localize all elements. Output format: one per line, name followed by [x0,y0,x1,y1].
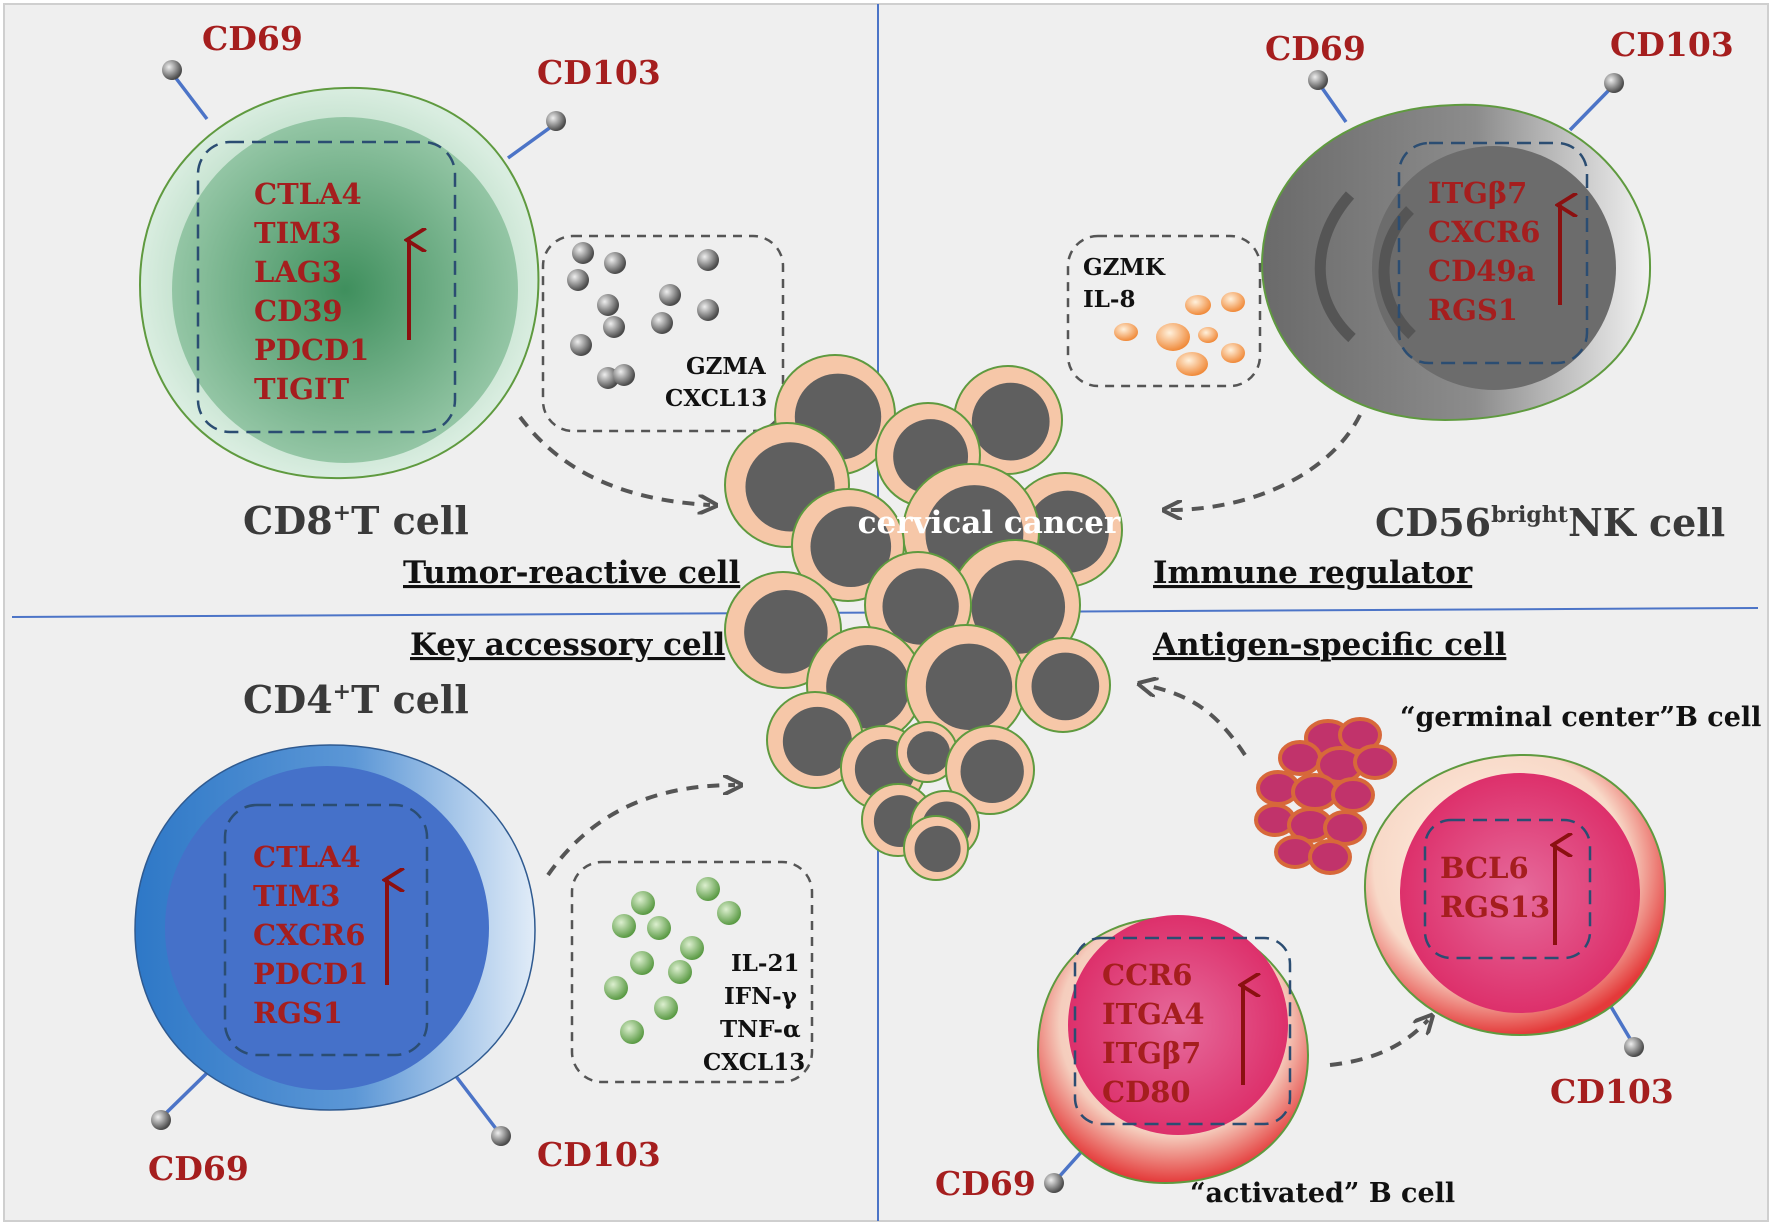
nk-title: CD56brightNK cell [1375,500,1725,545]
cd69-knob [1044,1173,1064,1193]
cancer-cell-nucleus [971,382,1050,461]
cd4-secreted: TNF-α [720,1016,801,1043]
cd4-marker: RGS1 [253,996,343,1030]
germinal-center-marker-box [1423,818,1592,960]
cd4-marker: CTLA4 [253,840,361,874]
cancer-cell-nucleus [914,825,961,873]
cancer-cell-nucleus [782,706,852,776]
cd4-secreted: IL-21 [731,950,799,977]
nk-secreted: IL-8 [1083,286,1135,313]
cd8-marker: TIGIT [254,372,349,406]
nk-cd103-label: CD103 [1610,25,1734,64]
cd8-marker: TIM3 [254,216,341,250]
cd4-cd69-label: CD69 [148,1149,249,1188]
bcell-role: Antigen-specific cell [1152,627,1506,663]
nk-secretion-box: GZMK IL-8 [1066,234,1262,388]
cd4-secreted: IFN-γ [724,983,798,1010]
cd4-marker: TIM3 [253,879,340,913]
cd103-knob [1604,73,1624,93]
cd103-knob [546,111,566,131]
nk-role: Immune regulator [1153,555,1473,591]
cd8-t-cell: CTLA4 TIM3 LAG3 CD39 PDCD1 TIGIT CD69 CD… [138,19,661,543]
cd4-title: CD4+T cell [243,677,469,722]
cd8-marker: PDCD1 [254,333,369,367]
cd69-knob [151,1110,171,1130]
nk-secreted: GZMK [1083,254,1166,281]
nk-granule-arc [1314,191,1356,343]
cd4-marker-box [223,803,429,1057]
cd69-knob [162,60,182,80]
cancer-cell-nucleus [971,560,1066,654]
activated-marker: CD80 [1102,1075,1191,1109]
germinal-center-b-cell: BCL6 RGS13 CD103 [1363,753,1674,1111]
cd4-nucleus [165,766,489,1090]
cancer-cell-nucleus [960,739,1024,803]
activated-nucleus [1068,915,1288,1135]
cd8-marker: CTLA4 [254,177,362,211]
germinal-center-marker: BCL6 [1440,851,1529,885]
nk-marker: CD49a [1428,254,1536,288]
activated-cd69-label: CD69 [935,1164,1036,1203]
cd8-cd103-label: CD103 [537,53,661,92]
cd8-marker: LAG3 [254,255,342,289]
cd8-nucleus [172,117,518,463]
cd4-secretion-box: IL-21 IFN-γ TNF-α CXCL13 [570,860,814,1084]
cancer-cell-nucleus [882,568,959,645]
cd8-role: Tumor-reactive cell [403,555,740,591]
cd4-marker: PDCD1 [253,957,368,991]
nk-marker-box [1397,141,1589,365]
cd69-knob [1308,70,1328,90]
nk-marker: RGS1 [1428,293,1518,327]
nk-to-cancer-arrow [1170,414,1362,510]
nk-marker: CXCR6 [1428,215,1540,249]
cancer-cell-nucleus [744,589,828,674]
cd4-to-cancer-arrow [546,785,735,877]
cd4-t-cell: CTLA4 TIM3 CXCR6 PDCD1 RGS1 CD69 CD103 C… [134,677,661,1188]
cancer-cell-nucleus [906,731,951,775]
cd103-knob [491,1126,511,1146]
activated-b-cell: CCR6 ITGA4 ITGβ7 CD80 CD69 “activated” B… [935,915,1455,1209]
cancer-cell-nucleus [1031,652,1100,721]
cd103-knob [1624,1037,1644,1057]
activated-marker: CCR6 [1102,958,1192,992]
germinal-center-marker: RGS13 [1440,890,1550,924]
activated-marker: ITGβ7 [1102,1036,1201,1070]
plasma-cell-cluster [1254,717,1397,875]
cd8-cd69-label: CD69 [202,19,303,58]
cancer-cell-nucleus [810,506,892,587]
cancer-cell-nucleus [925,643,1013,730]
nk-cd69-label: CD69 [1265,29,1366,68]
bcell-to-cancer-arrow [1145,685,1247,757]
germinal-center-nucleus [1400,773,1640,1013]
cervical-cancer-cluster [724,354,1123,881]
nk-marker: ITGβ7 [1428,176,1527,210]
cd8-marker: CD39 [254,294,343,328]
cd4-secreted: CXCL13 [703,1049,805,1076]
cd8-title: CD8+T cell [243,498,469,543]
germinal-center-title: “germinal center”B cell [1400,702,1761,733]
nk-nucleus [1372,146,1616,390]
activated-marker-box [1073,936,1292,1126]
activated-marker: ITGA4 [1102,997,1205,1031]
cd8-secretion-box: GZMA CXCL13 [541,234,785,433]
cancer-label: cervical cancer [858,505,1121,541]
cd8-secreted: GZMA [686,353,767,380]
cd4-cd103-label: CD103 [537,1135,661,1174]
nk-cell: ITGβ7 CXCR6 CD49a RGS1 CD69 CD103 CD56br… [1260,25,1734,545]
cd4-marker: CXCR6 [253,918,365,952]
cd8-secreted: CXCL13 [665,385,767,412]
cd8-marker-box [196,140,457,434]
cd8-to-cancer-arrow [518,415,710,505]
cd4-role: Key accessory cell [410,627,725,663]
activated-title: “activated” B cell [1190,1178,1455,1209]
germinal-center-cd103-label: CD103 [1550,1072,1674,1111]
